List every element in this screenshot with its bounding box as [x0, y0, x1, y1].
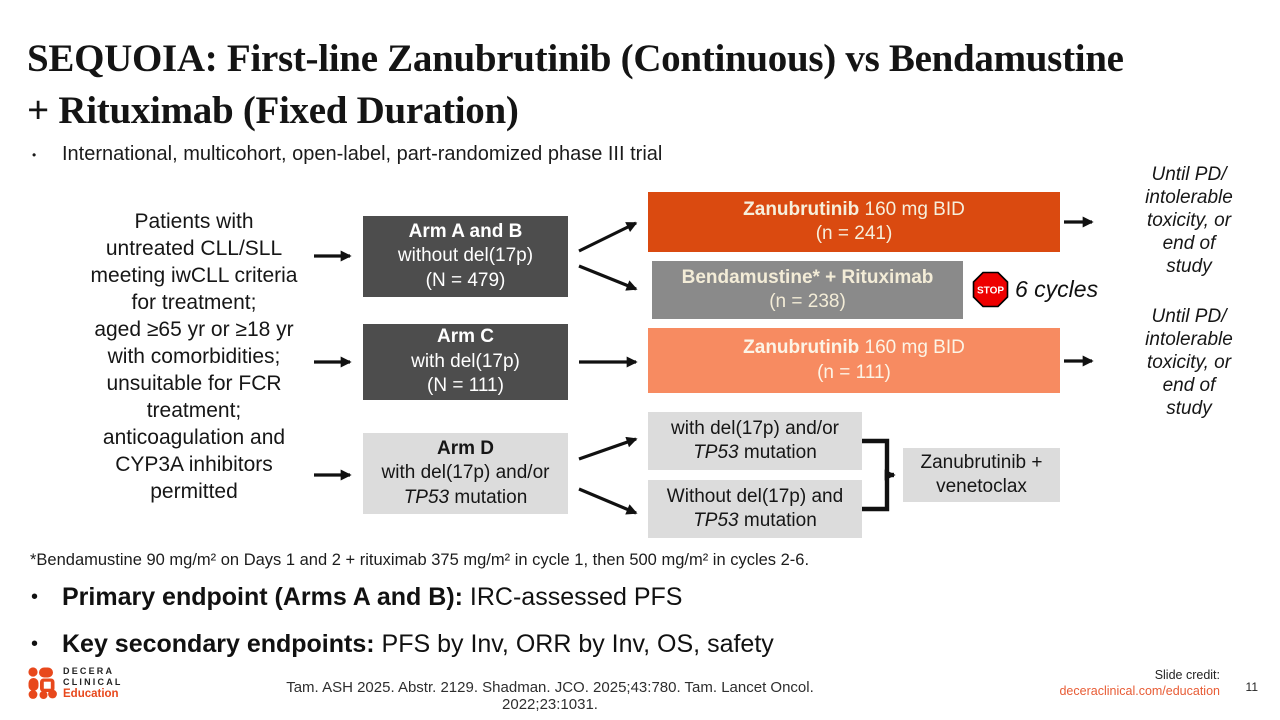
- until-pd-top-text: Until PD/ intolerable toxicity, or end o…: [1145, 164, 1233, 277]
- arm-d-title: Arm D: [436, 437, 494, 459]
- citation: Tam. ASH 2025. Abstr. 2129. Shadman. JCO…: [286, 679, 814, 713]
- zanubrutinib-c-drug: Zanubrutinib: [743, 337, 860, 358]
- branch-with-tp53: TP53: [693, 442, 739, 463]
- zanubrutinib-c-dose: 160 mg BID: [859, 337, 965, 358]
- branch-without-del17p-box: Without del(17p) and TP53 mutation: [648, 480, 862, 538]
- stop-sign-icon: STOP: [972, 271, 1009, 308]
- zanubrutinib-ab-line1: Zanubrutinib 160 mg BID: [743, 198, 965, 223]
- branch-without-mutation: mutation: [738, 510, 817, 531]
- arm-d-tp53: TP53: [403, 486, 450, 508]
- flow-arrow-armab-to-bendamustine: [578, 264, 638, 291]
- population-criteria-text: Patients with untreated CLL/SLL meeting …: [90, 210, 298, 503]
- slide-credit-label: Slide credit:: [1154, 668, 1220, 682]
- page-number: 11: [1245, 680, 1258, 694]
- logo-line-education: Education: [63, 688, 119, 700]
- arm-ab-title: Arm A and B: [408, 220, 523, 242]
- subtitle: International, multicohort, open-label, …: [62, 143, 663, 165]
- arm-d-box: Arm D with del(17p) and/or TP53 mutation: [363, 433, 568, 514]
- bendamustine-rituximab-name: Bendamustine* + Rituximab: [681, 266, 934, 288]
- branch-merge-bracket: [862, 438, 890, 512]
- arm-d-mutation: mutation: [449, 486, 528, 508]
- branch-without-tp53: TP53: [693, 510, 739, 531]
- branch-with-mutation: mutation: [738, 442, 817, 463]
- arm-c-line2: with del(17p): [411, 350, 520, 372]
- slide-credit: Slide credit: deceraclinical.com/educati…: [960, 668, 1220, 699]
- arm-ab-box: Arm A and B without del(17p) (N = 479): [363, 216, 568, 297]
- zanubrutinib-ab-box: Zanubrutinib 160 mg BID (n = 241): [648, 192, 1060, 252]
- secondary-endpoint-label: Key secondary endpoints:: [62, 630, 375, 658]
- secondary-endpoint-text: Key secondary endpoints: PFS by Inv, ORR…: [62, 630, 1062, 659]
- subtitle-bullet-dot: •: [32, 148, 37, 162]
- arm-c-title: Arm C: [436, 326, 494, 348]
- primary-endpoint-text: Primary endpoint (Arms A and B): IRC-ass…: [62, 583, 1062, 612]
- logo-line-decera: DECERA: [63, 666, 115, 676]
- footnote: *Bendamustine 90 mg/m² on Days 1 and 2 +…: [30, 551, 810, 569]
- decera-logo-text: DECERA CLINICAL Education: [63, 666, 123, 701]
- secondary-endpoint-value: PFS by Inv, ORR by Inv, OS, safety: [374, 630, 774, 658]
- bendamustine-rituximab-box: Bendamustine* + Rituximab (n = 238): [652, 261, 963, 319]
- arm-d-line3: TP53 mutation: [404, 486, 528, 511]
- zanubrutinib-c-box: Zanubrutinib 160 mg BID (n = 111): [648, 328, 1060, 393]
- page-title-line-1: SEQUOIA: First-line Zanubrutinib (Contin…: [27, 37, 1124, 80]
- flow-arrow-armd-to-branch-with: [578, 436, 638, 461]
- zanubrutinib-c-n: (n = 111): [817, 361, 891, 383]
- arm-c-line3: (N = 111): [427, 375, 504, 397]
- primary-endpoint-bullet-dot: •: [31, 586, 39, 608]
- bendamustine-rituximab-n: (n = 238): [769, 291, 846, 312]
- branch-with-line2: TP53 mutation: [693, 441, 817, 466]
- branch-with-line1: with del(17p) and/or: [671, 417, 839, 439]
- arm-ab-line2: without del(17p): [397, 245, 534, 267]
- stop-sign-octagon: [972, 271, 1009, 308]
- arm-d-line2: with del(17p) and/or: [381, 462, 550, 484]
- branch-without-line2: TP53 mutation: [693, 509, 817, 534]
- zanubrutinib-ab-n: (n = 241): [815, 223, 893, 244]
- secondary-endpoint-bullet-dot: •: [31, 633, 39, 655]
- page-title-line-2: + Rituximab (Fixed Duration): [27, 89, 519, 132]
- arm-ab-line3: (N = 479): [425, 269, 506, 291]
- stop-sign-label: STOP: [977, 286, 1004, 297]
- zanubrutinib-venetoclax-box: Zanubrutinib + venetoclax: [903, 448, 1060, 502]
- until-pd-bottom-text: Until PD/ intolerable toxicity, or end o…: [1145, 306, 1233, 419]
- zanubrutinib-ab-dose: 160 mg BID: [859, 198, 965, 220]
- zanubrutinib-c-line1: Zanubrutinib 160 mg BID: [743, 336, 965, 361]
- branch-without-line1: Without del(17p) and: [666, 485, 844, 507]
- logo-line-clinical: CLINICAL: [63, 676, 123, 687]
- slide-credit-link[interactable]: deceraclinical.com/education: [1059, 683, 1220, 698]
- primary-endpoint-value: IRC-assessed PFS: [462, 583, 683, 611]
- primary-endpoint-label: Primary endpoint (Arms A and B):: [62, 583, 463, 611]
- arm-c-box: Arm C with del(17p) (N = 111): [363, 324, 568, 400]
- flow-arrow-armab-to-zanubrutinib: [578, 221, 638, 253]
- flow-arrow-armd-to-branch-without: [578, 487, 638, 515]
- page-title: SEQUOIA: First-line Zanubrutinib (Contin…: [27, 33, 1262, 137]
- six-cycles-label: 6 cycles: [1015, 276, 1099, 302]
- branch-with-del17p-box: with del(17p) and/or TP53 mutation: [648, 412, 862, 470]
- zanubrutinib-ab-drug: Zanubrutinib: [743, 198, 860, 220]
- decera-logo-icon: [28, 667, 57, 699]
